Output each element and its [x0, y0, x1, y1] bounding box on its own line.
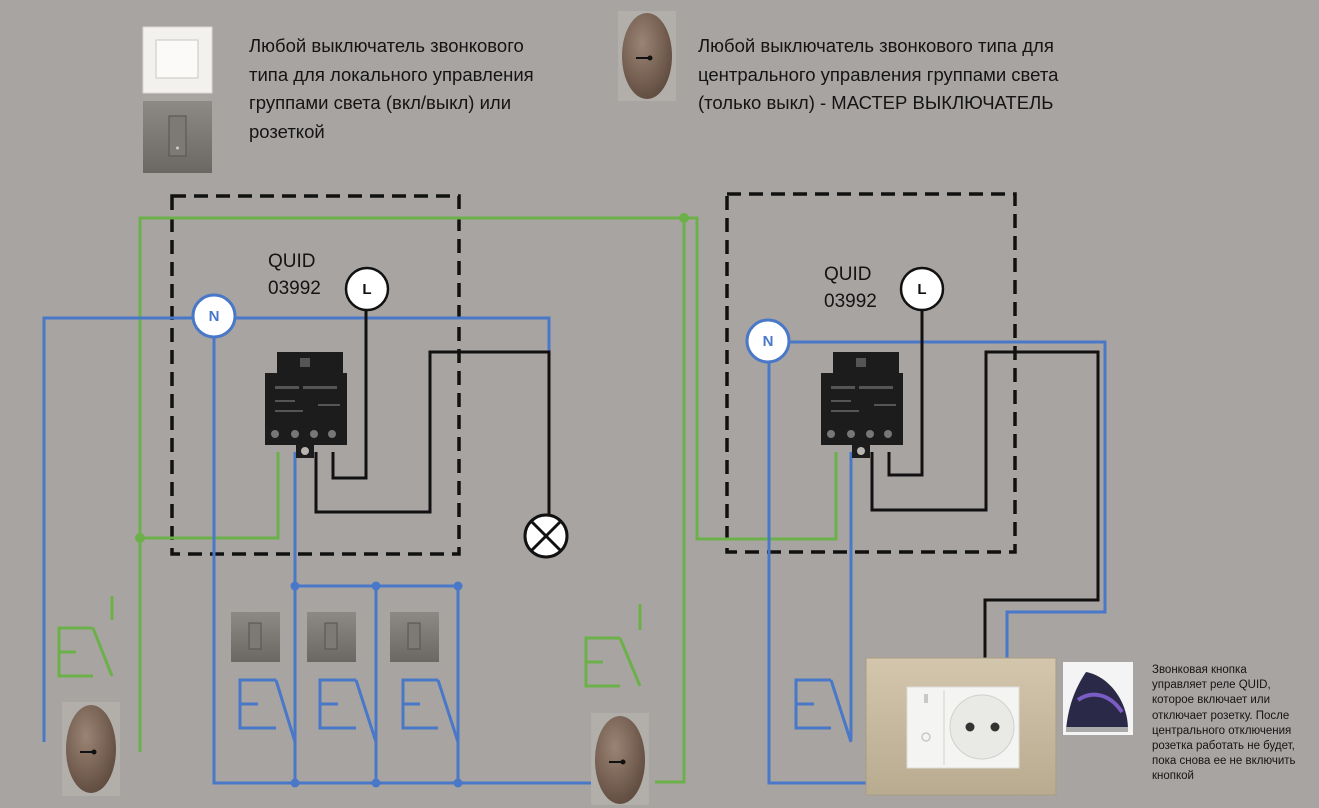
socket-photo [865, 657, 1057, 796]
master-push-button-symbol [57, 596, 114, 678]
push-button-symbol [401, 678, 460, 743]
grey-switch-icon [143, 101, 212, 173]
push-button-symbol [318, 678, 378, 743]
push-button-symbol [238, 678, 297, 743]
bronze-push-button-icon [618, 11, 676, 101]
line-terminal-2: L [899, 266, 945, 312]
module-label-1: QUID 03992 [268, 251, 321, 299]
relay-module-1 [265, 352, 347, 458]
svg-text:N: N [209, 308, 220, 325]
grey-switch-icon [231, 612, 280, 662]
module-box-2 [725, 192, 1017, 554]
lamp-symbol [523, 513, 569, 559]
grey-switch-icon [307, 612, 356, 662]
neutral-wires [42, 316, 1107, 785]
relay-module-2 [821, 352, 903, 458]
svg-text:L: L [917, 281, 926, 298]
local-switch-description: Любой выключатель звонкового типа для ло… [249, 35, 534, 142]
master-switch-description: Любой выключатель звонкового типа для це… [698, 35, 1059, 113]
white-switch-icon [142, 26, 213, 94]
line-wires [314, 310, 1100, 660]
control-wires [138, 216, 838, 784]
neutral-wire-nodes [290, 581, 463, 788]
control-wire-nodes [135, 213, 689, 543]
neutral-terminal-1: N [191, 293, 237, 339]
iron-icon [1063, 662, 1133, 735]
push-button-symbol [794, 678, 853, 743]
svg-text:N: N [763, 333, 774, 350]
module-box-1 [170, 194, 461, 556]
bronze-push-button-icon [591, 713, 649, 805]
svg-text:L: L [362, 281, 371, 298]
module-label-2: QUID 03992 [824, 264, 877, 312]
socket-control-note: Звонковая кнопка управляет реле QUID, ко… [1152, 664, 1296, 783]
master-push-button-symbol [584, 604, 642, 688]
bronze-push-button-icon [62, 702, 120, 796]
line-terminal-1: L [344, 266, 390, 312]
neutral-terminal-2: N [745, 318, 791, 364]
grey-switch-icon [390, 612, 439, 662]
